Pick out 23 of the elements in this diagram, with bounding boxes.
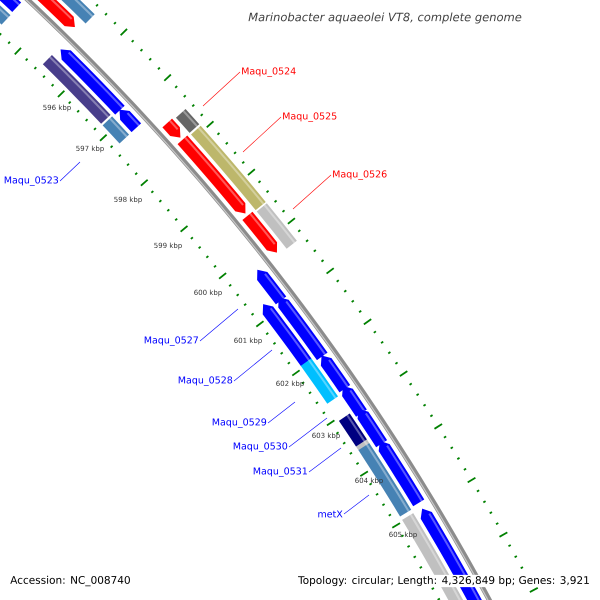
gene-label: Maqu_0525	[283, 112, 336, 122]
leader-line	[344, 494, 370, 514]
leader-line	[234, 350, 272, 382]
gene-label: metX	[318, 510, 342, 518]
gene-label: Maqu_0528	[178, 376, 232, 386]
leader-line	[268, 402, 296, 424]
leader-line	[288, 418, 328, 448]
gene-label: Maqu_0526	[333, 170, 387, 180]
leader-line	[308, 448, 342, 472]
gene-label: Maqu_0531	[254, 467, 307, 477]
title: Marinobacter aquaeolei VT8, complete genome	[248, 12, 522, 24]
info-text: Accession: NC_008740	[9, 574, 132, 588]
gene-label: Maqu_0527	[144, 336, 198, 346]
gene-label: Maqu_0530	[234, 442, 288, 452]
gene-label: Maqu_0524	[242, 67, 296, 77]
leader-line	[60, 162, 80, 182]
gene-label: Maqu_0529	[212, 418, 266, 428]
leader-line	[202, 72, 240, 106]
leader-line	[242, 116, 282, 152]
gene-label: Maqu_0523	[4, 176, 58, 186]
leader-line	[292, 174, 332, 210]
leader-line	[200, 308, 238, 342]
info-text: Topology: circular; Length: 4,326,849 bp; Genes: 3,921	[297, 574, 591, 588]
